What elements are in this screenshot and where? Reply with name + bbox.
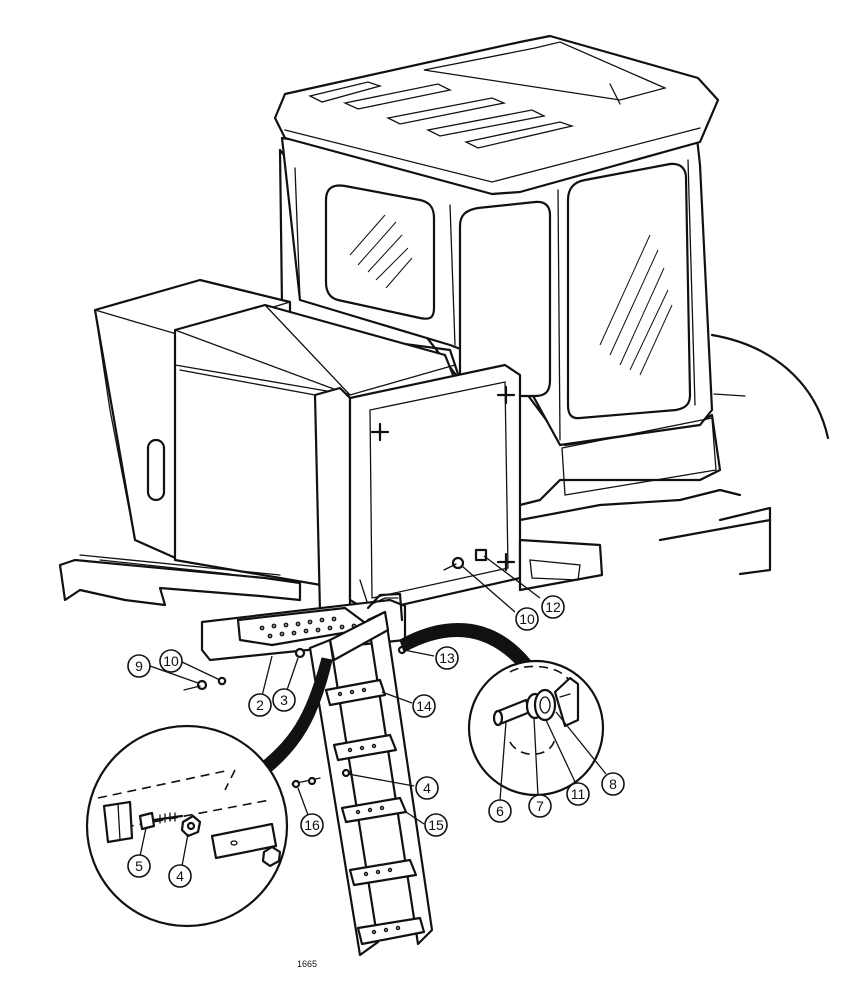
chassis-outline bbox=[518, 333, 830, 576]
callout-circle bbox=[300, 813, 324, 837]
cab-side-window bbox=[324, 184, 436, 320]
callout-10-lower: 10 bbox=[159, 649, 183, 673]
callout-circle bbox=[488, 799, 512, 823]
detail-view-left bbox=[85, 724, 289, 928]
callout-label: 5 bbox=[135, 858, 143, 874]
callout-circle bbox=[601, 772, 625, 796]
callout-circle bbox=[566, 782, 590, 806]
callout-label: 3 bbox=[280, 692, 288, 708]
callout-label: 10 bbox=[519, 611, 535, 627]
step-ladder bbox=[291, 610, 434, 957]
callout-label: 13 bbox=[439, 650, 455, 666]
callout-label: 9 bbox=[135, 658, 143, 674]
leader-lines bbox=[139, 555, 607, 867]
callout-circle bbox=[528, 794, 552, 818]
callout-label: 4 bbox=[423, 780, 431, 796]
cab-rear-window bbox=[566, 162, 692, 420]
callout-13: 13 bbox=[435, 646, 459, 670]
callout-10-upper: 10 bbox=[515, 607, 539, 631]
callout-circle bbox=[435, 646, 459, 670]
callout-12: 12 bbox=[541, 595, 565, 619]
callout-circle bbox=[541, 595, 565, 619]
callout-circle bbox=[515, 607, 539, 631]
callout-circle bbox=[412, 694, 436, 718]
callout-9: 9 bbox=[127, 654, 151, 678]
callout-circle bbox=[127, 854, 151, 878]
callout-circle bbox=[248, 693, 272, 717]
callout-4-detail: 4 bbox=[168, 864, 192, 888]
loose-hardware bbox=[183, 676, 227, 691]
callout-label: 12 bbox=[545, 599, 561, 615]
callout-label: 4 bbox=[176, 868, 184, 884]
callout-15: 15 bbox=[424, 813, 448, 837]
callout-circle bbox=[424, 813, 448, 837]
callout-label: 2 bbox=[256, 697, 264, 713]
cab bbox=[273, 34, 722, 507]
detail-view-right bbox=[467, 659, 605, 797]
callout-14: 14 bbox=[412, 694, 436, 718]
callout-5: 5 bbox=[127, 854, 151, 878]
battery-cover-plate bbox=[313, 363, 522, 614]
callout-11: 11 bbox=[566, 782, 590, 806]
detail-link-right bbox=[399, 622, 531, 669]
callout-label: 11 bbox=[571, 786, 586, 802]
callout-3: 3 bbox=[272, 688, 296, 712]
callout-6: 6 bbox=[488, 799, 512, 823]
callout-16: 16 bbox=[300, 813, 324, 837]
chassis-rails bbox=[58, 538, 604, 607]
callout-circle bbox=[127, 654, 151, 678]
callout-label: 15 bbox=[428, 817, 444, 833]
cab-roof bbox=[273, 34, 720, 196]
callout-label: 16 bbox=[304, 817, 320, 833]
callout-2: 2 bbox=[248, 693, 272, 717]
callout-8: 8 bbox=[601, 772, 625, 796]
callout-circle bbox=[159, 649, 183, 673]
callout-7: 7 bbox=[528, 794, 552, 818]
callout-circle bbox=[272, 688, 296, 712]
callout-label: 14 bbox=[416, 698, 432, 714]
callout-label: 6 bbox=[496, 803, 504, 819]
callout-label: 10 bbox=[163, 653, 179, 669]
callout-label: 7 bbox=[536, 798, 544, 814]
figure-number: 1665 bbox=[297, 959, 317, 969]
callout-circle bbox=[168, 864, 192, 888]
callout-label: 8 bbox=[609, 776, 617, 792]
callout-circle bbox=[415, 776, 439, 800]
callout-4-ladder: 4 bbox=[415, 776, 439, 800]
